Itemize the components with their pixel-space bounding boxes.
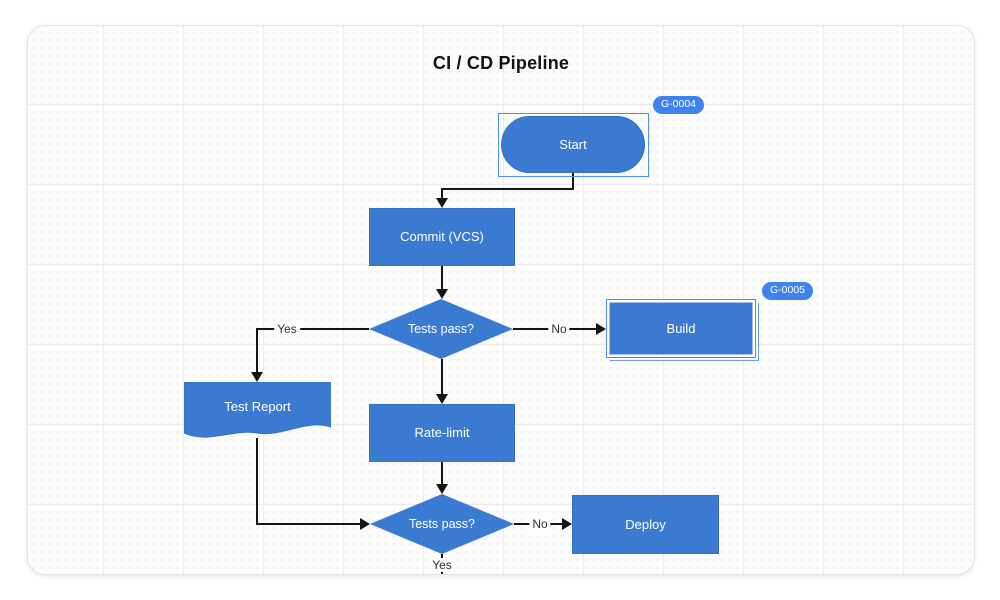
node-rate-limit-label: Rate-limit [414, 425, 470, 441]
edge-tests1-testreport-segment[interactable] [256, 328, 258, 374]
edge-tests1-ratelimit-segment[interactable] [441, 359, 443, 396]
edge-label-tests1-yes: Yes [274, 322, 300, 336]
node-test-report-label: Test Report [224, 398, 291, 414]
node-build[interactable]: Build [606, 299, 759, 361]
edge-ratelimit-tests2-segment[interactable] [441, 462, 443, 486]
arrowhead-down-icon [436, 198, 448, 208]
node-tests-pass-1[interactable]: Tests pass? [369, 299, 513, 359]
edge-label-tests1-no: No [548, 322, 570, 336]
node-tests-pass-1-label: Tests pass? [407, 321, 474, 336]
arrowhead-down-icon [436, 394, 448, 404]
node-test-report[interactable]: Test Report [184, 382, 331, 439]
node-tests-pass-2[interactable]: Tests pass? [370, 494, 514, 554]
edge-start-commit-segment[interactable] [572, 173, 574, 190]
node-rate-limit[interactable]: Rate-limit [369, 404, 515, 462]
node-build-label: Build [666, 320, 696, 336]
node-id-badge: G-0004 [653, 96, 705, 114]
node-commit-label: Commit (VCS) [400, 229, 484, 245]
arrowhead-right-icon [596, 323, 606, 335]
node-start-label: Start [559, 136, 587, 152]
arrowhead-right-icon [360, 518, 370, 530]
edge-testreport-tests2-segment[interactable] [256, 438, 258, 525]
arrowhead-down-icon [436, 484, 448, 494]
node-deploy[interactable]: Deploy [572, 495, 719, 554]
arrowhead-right-icon [562, 518, 572, 530]
edge-start-commit-segment[interactable] [442, 188, 574, 190]
node-id-badge: G-0005 [762, 282, 814, 300]
edge-label-tests2-yes: Yes [429, 558, 455, 572]
node-start[interactable]: Start [501, 116, 645, 173]
diagram-title: CI / CD Pipeline [432, 53, 570, 73]
arrowhead-down-icon [436, 289, 448, 299]
edge-label-tests2-no: No [529, 517, 551, 531]
edge-testreport-tests2-segment[interactable] [257, 523, 362, 525]
edge-commit-tests1-segment[interactable] [441, 266, 443, 291]
document-shape-icon [184, 382, 331, 438]
edge-tests1-testreport-segment[interactable] [257, 328, 369, 330]
node-deploy-label: Deploy [625, 516, 666, 532]
diagram-canvas[interactable]: CI / CD Pipeline Yes No No [27, 25, 975, 575]
arrowhead-down-icon [251, 372, 263, 382]
edge-start-commit-segment[interactable] [441, 188, 443, 199]
node-tests-pass-2-label: Tests pass? [408, 516, 475, 531]
node-commit[interactable]: Commit (VCS) [369, 208, 515, 266]
